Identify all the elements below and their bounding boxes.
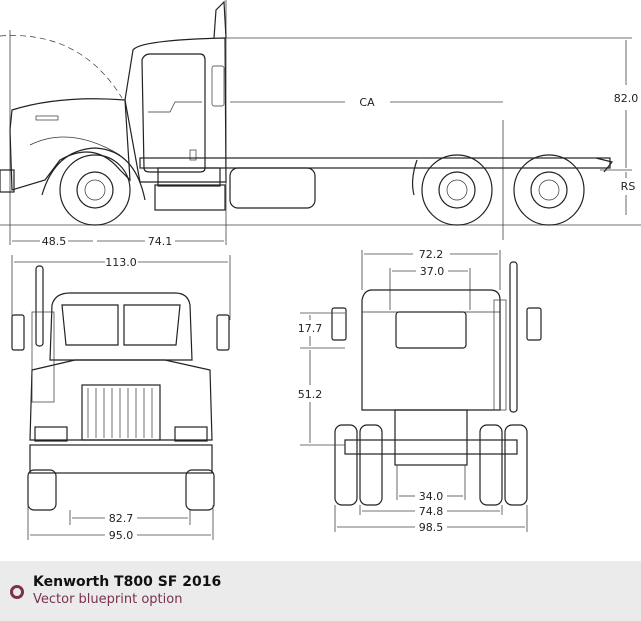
dim-frame-width: 34.0 — [419, 490, 444, 503]
dim-rear-track: 74.8 — [419, 505, 444, 518]
dim-overall-width: 95.0 — [109, 529, 134, 542]
dim-axle-to-cab: 74.1 — [148, 235, 173, 248]
rear-wheel-2 — [513, 154, 585, 226]
caption-title: Kenworth T800 SF 2016 — [33, 574, 222, 590]
dim-height: 82.0 — [614, 92, 639, 105]
rear-wheel-1 — [421, 154, 493, 226]
dim-mirror-width: 113.0 — [105, 256, 137, 269]
dim-rear-overall: 98.5 — [419, 521, 444, 534]
dim-track: 82.7 — [109, 512, 134, 525]
front-view: 113.0 82.7 95.0 — [11, 255, 231, 542]
dim-ca: CA — [359, 96, 375, 109]
dim-window-height: 17.7 — [298, 322, 323, 335]
dim-frame-height: 51.2 — [298, 388, 323, 401]
dim-window-width: 37.0 — [420, 265, 445, 278]
rear-view: 72.2 37.0 17.7 51.2 34.0 74.8 9 — [298, 248, 542, 534]
circle-bullet-icon — [10, 585, 24, 599]
caption-subtitle[interactable]: Vector blueprint option — [33, 592, 183, 607]
dim-front-overhang: 48.5 — [42, 235, 67, 248]
caption-bar: Kenworth T800 SF 2016 Vector blueprint o… — [0, 561, 641, 621]
side-view: 48.5 74.1 CA 82.0 RS — [0, 0, 641, 248]
dim-rs: RS — [621, 180, 636, 193]
front-wheel — [59, 154, 131, 226]
dim-cab-width: 72.2 — [419, 248, 444, 261]
blueprint-drawing: 48.5 74.1 CA 82.0 RS 113.0 — [0, 0, 641, 542]
